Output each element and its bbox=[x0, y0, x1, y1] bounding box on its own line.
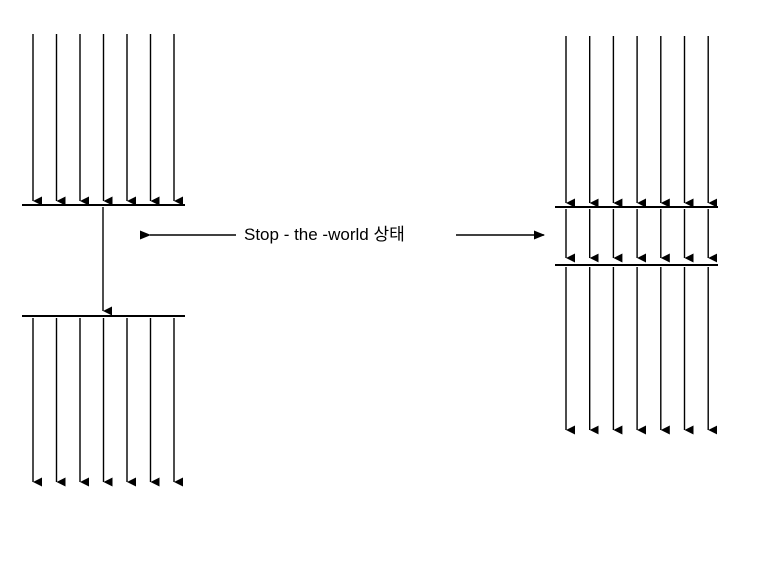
left-panel-single-gc bbox=[22, 34, 185, 487]
stop-the-world-label: Stop - the -world 상태 bbox=[240, 225, 409, 245]
right-panel-parallel-gc bbox=[555, 36, 718, 435]
